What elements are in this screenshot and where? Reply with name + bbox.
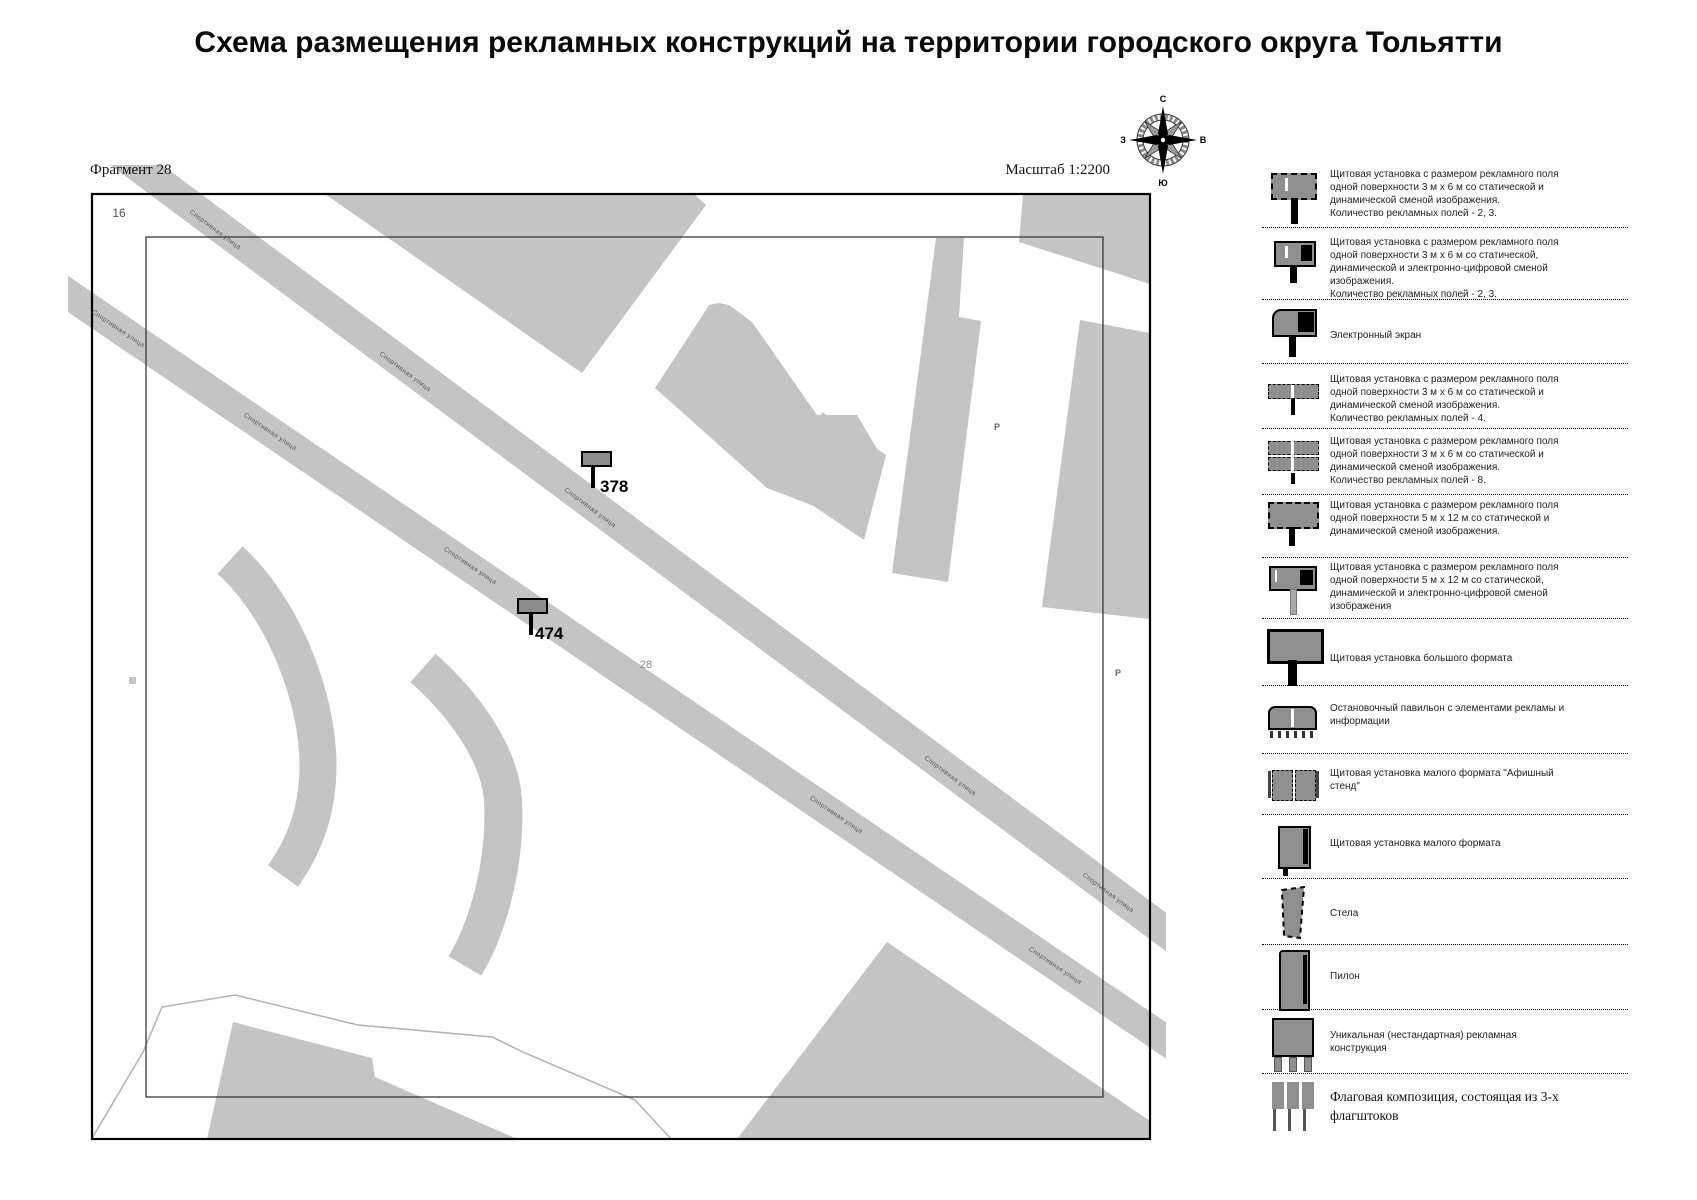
billboard-4-fields-icon bbox=[1268, 384, 1319, 399]
legend-entry-text: Щитовая установка большого формата bbox=[1330, 653, 1513, 664]
road-sportivnaya-1 bbox=[110, 165, 1166, 952]
icon-pole bbox=[1291, 473, 1295, 484]
curved-building bbox=[410, 653, 523, 976]
map-outer-border bbox=[90, 192, 1152, 1141]
buildings-layer bbox=[92, 194, 1150, 1139]
map-symbol bbox=[129, 677, 136, 684]
parking-mark: Р bbox=[1115, 668, 1122, 678]
legend-separator bbox=[1262, 878, 1628, 879]
poster-stand-icon bbox=[1268, 770, 1319, 801]
city-boundary-line bbox=[92, 994, 673, 1139]
legend-entry-text: Остановочный павильон с элементами рекла… bbox=[1330, 703, 1565, 727]
legend-separator bbox=[1262, 363, 1628, 364]
compass-west-label: З bbox=[1120, 135, 1126, 145]
billboard-stem bbox=[591, 466, 595, 488]
icon-pole bbox=[1289, 335, 1296, 357]
legend-entry-text: Щитовая установка с размером рекламного … bbox=[1330, 374, 1559, 424]
billboard-5x12-digital-icon bbox=[1269, 566, 1317, 591]
building bbox=[737, 942, 1150, 1139]
page-title: Схема размещения рекламных конструкций н… bbox=[194, 26, 1503, 59]
legend-separator bbox=[1262, 494, 1628, 495]
legend-entry-text: Щитовая установка с размером рекламного … bbox=[1330, 500, 1559, 537]
legend-separator bbox=[1262, 428, 1628, 429]
grid-cell-label: 16 bbox=[112, 206, 126, 220]
legend-separator bbox=[1262, 1073, 1628, 1074]
curved-building bbox=[217, 546, 337, 887]
legend-entry-text: Щитовая установка с размером рекламного … bbox=[1330, 436, 1559, 486]
billboard-3x6-digital-icon bbox=[1274, 241, 1316, 267]
road-number-label: 28 bbox=[639, 659, 653, 671]
compass-rose-icon: С Ю З В bbox=[1120, 94, 1207, 188]
legend-separator bbox=[1262, 1009, 1628, 1010]
roads-layer bbox=[68, 165, 1166, 1059]
billboard-number: 474 bbox=[535, 624, 564, 643]
legend-entry-text: Щитовая установка с размером рекламного … bbox=[1330, 169, 1559, 219]
billboard-5x12-static-icon bbox=[1268, 502, 1319, 529]
billboard-8-fields-icon bbox=[1268, 441, 1320, 473]
icon-pole bbox=[1289, 527, 1295, 546]
legend-separator bbox=[1262, 753, 1628, 754]
legend-separator bbox=[1262, 557, 1628, 558]
legend-entry-text: Щитовая установка с размером рекламного … bbox=[1330, 237, 1559, 300]
legend-separator bbox=[1262, 618, 1628, 619]
billboard-stem bbox=[529, 613, 533, 635]
legend-entry-text: Уникальная (нестандартная) рекламная кон… bbox=[1330, 1030, 1517, 1054]
billboard-head-icon bbox=[517, 598, 548, 614]
icon-pole bbox=[1290, 265, 1297, 283]
legend-separator bbox=[1262, 227, 1628, 228]
legend-entry-text: Щитовая установка малого формата bbox=[1330, 838, 1501, 849]
parking-mark: Р bbox=[994, 422, 1001, 432]
billboard-head-icon bbox=[581, 451, 612, 467]
legend-entry-text: Электронный экран bbox=[1330, 330, 1422, 341]
legend-entry-text: Щитовая установка с размером рекламного … bbox=[1330, 562, 1559, 612]
legend-entry-text: Щитовая установка малого формата "Афишны… bbox=[1330, 768, 1554, 792]
legend-separator bbox=[1262, 685, 1628, 686]
bus-stop-pavilion-icon bbox=[1268, 706, 1317, 738]
unique-construction-icon bbox=[1272, 1018, 1314, 1072]
legend-entry-text: Флаговая композиция, состоящая из 3-х фл… bbox=[1330, 1089, 1559, 1123]
map-symbol bbox=[128, 345, 136, 353]
icon-pole bbox=[1290, 589, 1297, 615]
large-format-billboard-icon bbox=[1267, 629, 1324, 664]
pylon-icon bbox=[1279, 950, 1310, 1011]
scale-label: Масштаб 1:2200 bbox=[1005, 162, 1110, 178]
flag-composition-icon bbox=[1272, 1082, 1318, 1132]
icon-pole bbox=[1291, 198, 1298, 224]
building bbox=[207, 1022, 515, 1139]
compass-east-label: В bbox=[1200, 135, 1207, 145]
legend-separator bbox=[1262, 299, 1628, 300]
compass-south-label: Ю bbox=[1158, 178, 1167, 188]
icon-pole bbox=[1288, 660, 1297, 686]
billboard-3x6-static-icon bbox=[1271, 173, 1317, 200]
building bbox=[1042, 320, 1150, 619]
small-format-billboard-icon bbox=[1278, 826, 1311, 869]
legend-separator bbox=[1262, 944, 1628, 945]
compass-north-label: С bbox=[1160, 94, 1167, 104]
building bbox=[1019, 195, 1150, 284]
fragment-label: Фрагмент 28 bbox=[90, 162, 172, 178]
legend-entry-text: Пилон bbox=[1330, 971, 1360, 982]
icon-pole bbox=[1291, 399, 1295, 415]
building bbox=[800, 412, 886, 540]
road-sportivnaya-2 bbox=[68, 275, 1166, 1059]
map-inner-border bbox=[145, 236, 1104, 1098]
building bbox=[892, 238, 981, 582]
building bbox=[325, 194, 706, 373]
legend-entry-text: Стела bbox=[1330, 908, 1359, 919]
stela-icon bbox=[1280, 886, 1306, 940]
billboard-number: 378 bbox=[600, 477, 629, 496]
legend-separator bbox=[1262, 814, 1628, 815]
icon-pole bbox=[1283, 867, 1288, 876]
electronic-screen-icon bbox=[1272, 309, 1317, 337]
